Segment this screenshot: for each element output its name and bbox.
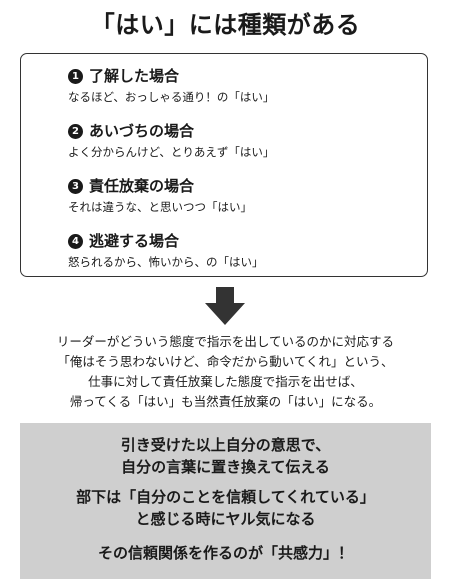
type-item-4: 4 逃避する場合 怒られるから、怖いから、の「はい」	[68, 231, 264, 271]
message-line: その信頼関係を作るのが「共感力」！	[97, 544, 353, 562]
explanation-line: 仕事に対して責任放棄した態度で指示を出せば、	[88, 374, 363, 389]
type-heading: 逃避する場合	[89, 232, 180, 250]
type-item-2: 2 あいづちの場合 よく分からんけど、とりあえず「はい」	[68, 121, 274, 161]
type-heading: あいづちの場合	[89, 122, 195, 140]
type-heading: 了解した場合	[89, 67, 180, 85]
type-description: それは違うな、と思いつつ「はい」	[68, 200, 252, 214]
number-badge-icon: 2	[68, 123, 83, 139]
type-heading: 責任放棄の場合	[89, 177, 195, 195]
types-box: 1 了解した場合 なるほど、おっしゃる通り！の「はい」 2 あいづちの場合 よく…	[20, 53, 428, 277]
down-arrow-icon	[205, 287, 245, 325]
message-paragraph-3: その信頼関係を作るのが「共感力」！	[20, 542, 431, 564]
message-paragraph-2: 部下は「自分のことを信頼してくれている」 と感じる時にヤル気になる	[20, 486, 431, 530]
type-item-1: 1 了解した場合 なるほど、おっしゃる通り！の「はい」	[68, 66, 274, 106]
message-line: 引き受けた以上自分の意思で、	[120, 436, 331, 454]
explanation-line: リーダーがどういう態度で指示を出しているのかに対応する	[56, 334, 395, 349]
message-box: 引き受けた以上自分の意思で、 自分の言葉に置き換えて伝える 部下は「自分のことを…	[20, 423, 431, 579]
down-arrow-shape	[205, 287, 245, 325]
page-title: 「はい」には種類がある	[90, 11, 361, 39]
explanation-text: リーダーがどういう態度で指示を出しているのかに対応する 「俺はそう思わないけど、…	[0, 332, 451, 412]
message-line: 部下は「自分のことを信頼してくれている」	[76, 488, 375, 506]
message-paragraph-1: 引き受けた以上自分の意思で、 自分の言葉に置き換えて伝える	[20, 434, 431, 478]
number-badge-icon: 1	[68, 68, 83, 84]
number-badge-icon: 3	[68, 178, 83, 194]
message-line: と感じる時にヤル気になる	[135, 510, 316, 528]
type-item-3: 3 責任放棄の場合 それは違うな、と思いつつ「はい」	[68, 176, 252, 216]
explanation-line: 帰ってくる「はい」も当然責任放棄の「はい」になる。	[69, 394, 382, 409]
type-description: よく分からんけど、とりあえず「はい」	[68, 145, 275, 159]
explanation-line: 「俺はそう思わないけど、命令だから動いてくれ」という、	[57, 354, 394, 369]
number-badge-icon: 4	[68, 233, 83, 249]
type-description: 怒られるから、怖いから、の「はい」	[68, 255, 264, 269]
type-description: なるほど、おっしゃる通り！の「はい」	[68, 90, 275, 104]
message-line: 自分の言葉に置き換えて伝える	[121, 458, 330, 476]
